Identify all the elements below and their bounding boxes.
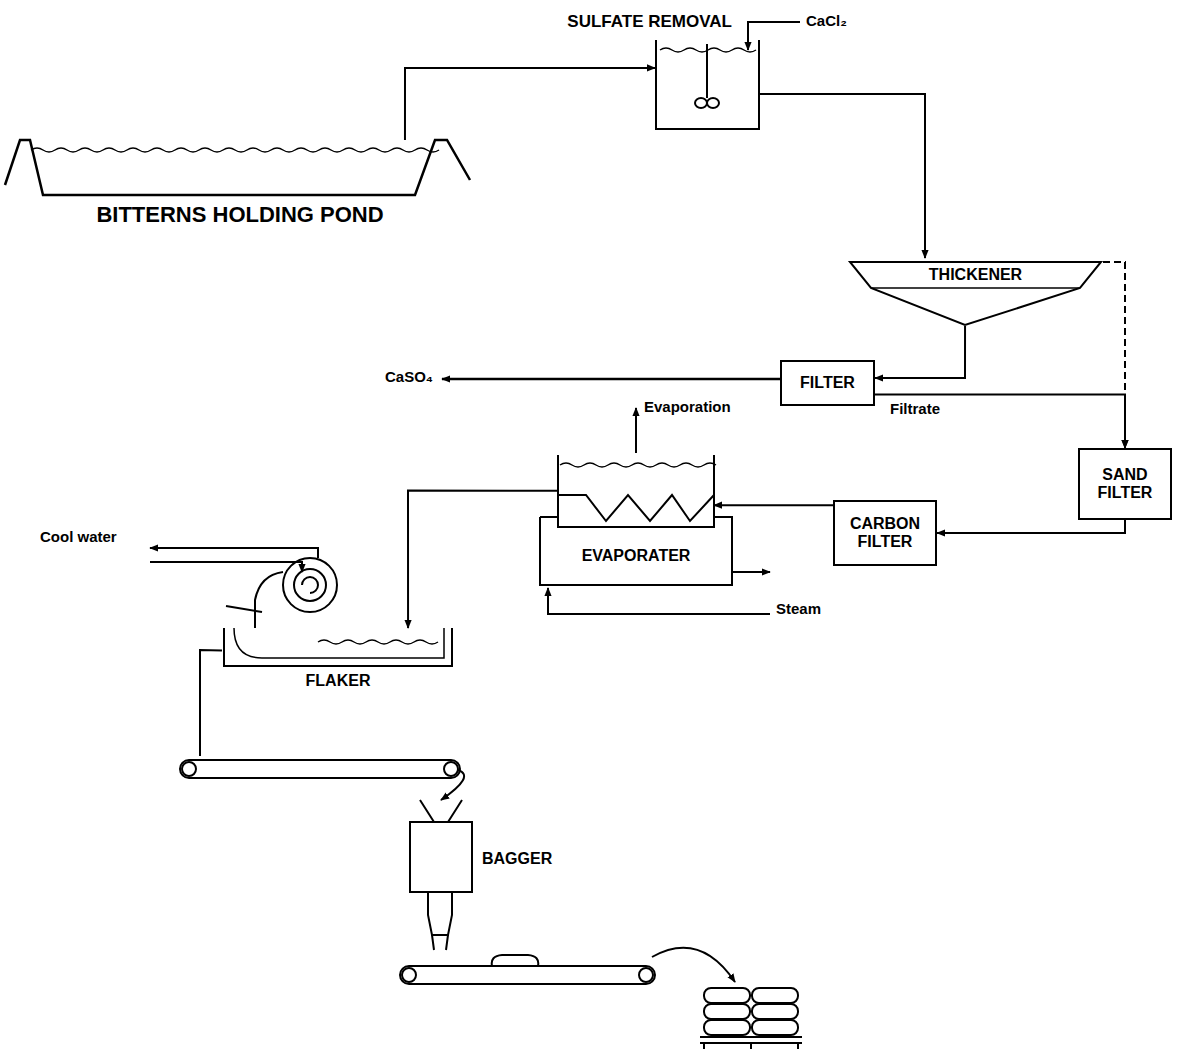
bagger-nozzle [428,892,452,935]
conveyor-roller [182,762,196,776]
product-label: CaSO₄ [383,368,435,385]
bagger: BAGGER [410,800,472,892]
evaporator: EVAPORATER [558,455,714,587]
drum-spiral [302,577,318,593]
steam-in-line [548,588,770,614]
flow-connector [408,491,558,628]
bagger-spout [432,935,448,950]
sulfate-removal-tank-outline [657,40,758,128]
flow-connector [714,504,833,506]
steam-out-line [732,571,770,573]
bag [492,955,539,966]
node-title: THICKENER [848,266,1103,284]
flow-connector [875,326,965,378]
node-title: BAGGER [482,850,552,868]
discharge-arrow [442,378,780,381]
vapour-label: Evaporation [642,398,733,415]
flow-connector [760,94,925,258]
thickener: THICKENER [848,258,1103,326]
conveyor-roller [402,968,416,982]
transfer-arrow [652,948,735,982]
sand-filter-box: SAND FILTER [1078,448,1172,520]
flaker-drum [283,558,337,612]
flow-connector [405,68,655,140]
bag-stack [700,988,802,1049]
conveyor-roller [639,968,653,982]
feed-line [748,22,800,50]
node-title: CARBON FILTER [839,515,931,552]
conveyor-belt [180,760,460,778]
evaporator-outline [558,455,714,587]
node-title: FILTER [800,374,855,392]
bagger-outline [410,800,472,892]
scraper-blade [226,606,262,612]
conveyor-roller [444,762,458,776]
drum-housing [255,572,283,628]
node-title: BITTERNS HOLDING POND [5,202,475,227]
node-title: SULFATE REMOVAL [567,12,732,32]
cool-water-out [150,548,318,558]
flow-connector [875,395,1125,449]
holding-pond: BITTERNS HOLDING POND [5,140,475,235]
flow-connector [200,650,464,800]
drum-hub [294,569,326,601]
node-title: SAND FILTER [1084,466,1166,503]
cool-water-in [150,562,302,572]
flow-connector [1103,262,1125,448]
utility-label: Steam [774,600,823,617]
edge-label: Filtrate [888,400,942,417]
carbon-filter-box: CARBON FILTER [833,500,937,566]
conveyor-belt [400,966,655,984]
reagent-label: CaCl₂ [804,12,849,29]
utility-label: Cool water [38,528,119,545]
flow-connector [937,520,1125,533]
filter-box: FILTER [780,360,875,406]
node-title: EVAPORATER [540,547,732,565]
sulfate-removal-tank: SULFATE REMOVAL [655,40,760,130]
flaker: FLAKER [222,628,454,692]
node-title: FLAKER [222,672,454,690]
vapour-arrow [635,408,637,453]
